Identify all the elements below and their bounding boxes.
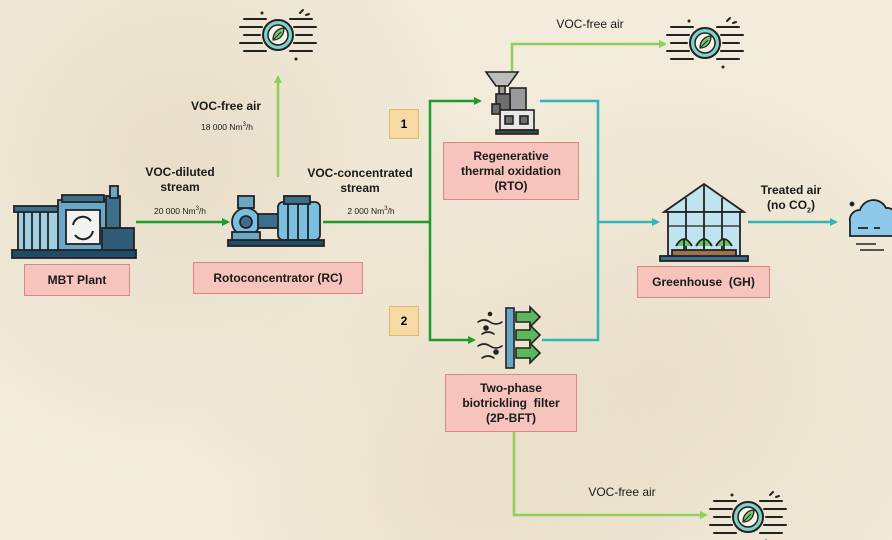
route-number: 1 xyxy=(400,117,408,131)
flow-value: 20 000 Nm xyxy=(153,206,196,216)
flow-unit-sup: 3 xyxy=(384,206,388,213)
label-subscript: 2 xyxy=(807,207,811,215)
node-label-line: (2P-BFT) xyxy=(486,410,536,425)
node-label-line: (RTO) xyxy=(494,178,528,193)
flow-unit-tail: /h xyxy=(387,206,395,216)
label-diluted-flow: 20 000 Nm3/h xyxy=(132,204,228,219)
arrow-rto-voc-free xyxy=(510,40,667,72)
label-voc-concentrated: VOC-concentrated stream xyxy=(296,166,424,196)
label-line: Treated air xyxy=(760,183,822,197)
arrow-branch-to-rto xyxy=(428,97,482,222)
route-badge-2: 2 xyxy=(389,306,419,336)
label-voc-free-rc: VOC-free air xyxy=(176,99,276,114)
node-rotoconcentrator: Rotoconcentrator (RC) xyxy=(193,262,363,294)
flow-unit-tail: /h xyxy=(198,206,207,216)
greenhouse-icon xyxy=(659,182,749,262)
cloud-icon xyxy=(848,199,892,251)
biotrickling-filter-icon xyxy=(477,305,542,369)
label-concentrated-flow: 2 000 Nm3/h xyxy=(326,204,416,219)
mbt-plant-icon xyxy=(11,185,137,259)
node-greenhouse: Greenhouse (GH) xyxy=(637,266,770,298)
label-treated-air: Treated air (no CO2) xyxy=(746,183,836,215)
label-voc-free-rc-flow: 18 000 Nm3/h xyxy=(182,120,272,135)
label-line: stream xyxy=(160,180,200,194)
node-label: Greenhouse (GH) xyxy=(652,274,755,289)
clean-air-icon xyxy=(239,9,317,62)
clean-air-icon xyxy=(666,17,744,70)
node-label: MBT Plant xyxy=(47,272,107,287)
node-label-line: Regenerative xyxy=(473,148,549,163)
label-text: VOC-free air xyxy=(190,99,262,113)
node-2p-bft: Two-phase biotrickling filter (2P-BFT) xyxy=(445,374,577,432)
label-part: (no CO xyxy=(767,198,808,212)
node-label-line: thermal oxidation xyxy=(460,163,561,178)
clean-air-icon xyxy=(709,491,787,540)
label-line: VOC-concentrated xyxy=(307,166,413,180)
flow-unit-sup: 3 xyxy=(195,206,199,213)
label-voc-diluted: VOC-diluted stream xyxy=(132,165,228,195)
label-text: VOC-free air xyxy=(588,485,656,499)
node-label-line: Two-phase xyxy=(480,380,542,395)
label-voc-free-bft: VOC-free air xyxy=(570,485,674,500)
label-text: VOC-free air xyxy=(556,17,624,31)
arrow-rto-to-gh xyxy=(540,99,600,222)
node-label: Rotoconcentrator (RC) xyxy=(213,270,343,285)
flow-unit-sup: 3 xyxy=(242,122,246,129)
arrow-bft-voc-free xyxy=(512,432,708,519)
label-part: ) xyxy=(810,198,815,212)
node-label-line: biotrickling filter xyxy=(462,395,560,410)
rotoconcentrator-icon xyxy=(227,195,325,247)
label-line: VOC-diluted xyxy=(145,165,215,179)
node-mbt-plant: MBT Plant xyxy=(24,264,130,296)
label-line: stream xyxy=(340,181,380,195)
label-voc-free-rto: VOC-free air xyxy=(538,17,642,32)
flow-unit-tail: /h xyxy=(245,122,254,132)
flow-value: 2 000 Nm xyxy=(347,206,385,216)
label-line: (no CO2) xyxy=(746,198,836,215)
node-rto: Regenerative thermal oxidation (RTO) xyxy=(443,142,579,200)
arrow-bft-to-gh xyxy=(542,222,600,342)
rto-reactor-icon xyxy=(484,71,539,135)
arrow-branch-to-bft xyxy=(428,222,476,344)
route-number: 2 xyxy=(400,314,408,328)
route-badge-1: 1 xyxy=(389,109,419,139)
flow-value: 18 000 Nm xyxy=(200,122,243,132)
